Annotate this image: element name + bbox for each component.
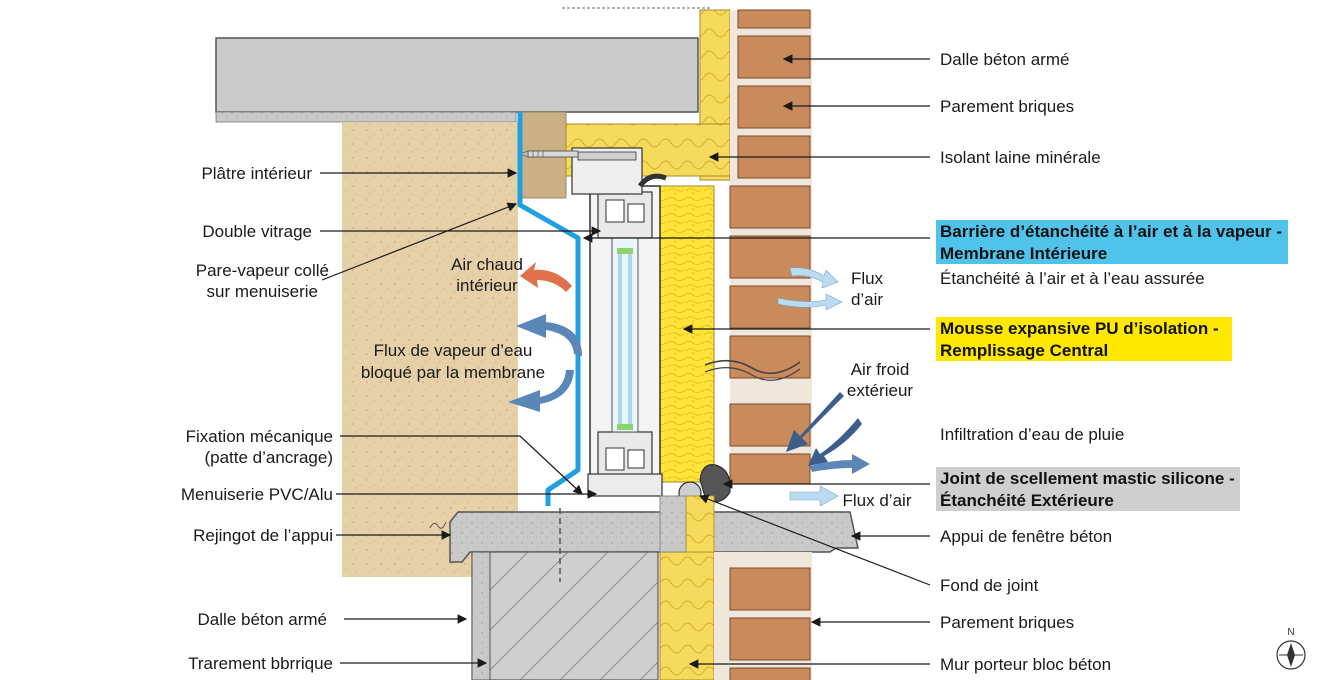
structure: [215, 7, 859, 680]
rain-arrow: [810, 454, 870, 474]
label-air-chaud-line1: Air chaud: [451, 255, 523, 274]
label-fond-joint: Fond de joint: [940, 576, 1039, 595]
label-mur-porteur: Mur porteur bloc béton: [940, 655, 1111, 674]
mineral-wool-lower: [659, 551, 715, 680]
lower-wall-block: [471, 551, 659, 680]
warm-air-arrow: [520, 262, 572, 292]
label-isolant: Isolant laine minérale: [940, 148, 1101, 167]
label-trarement: Trarement bbrrique: [188, 654, 333, 673]
top-slab-screed: [215, 111, 517, 123]
pu-foam-fill: [659, 185, 715, 483]
brick-facing-upper: [729, 9, 812, 485]
air-flow-arrow-1: [789, 267, 839, 289]
label-air-chaud-line2: intérieur: [456, 276, 518, 295]
compass-north-label: N: [1287, 627, 1294, 638]
label-barriere-line2: Membrane Intérieure: [940, 244, 1107, 263]
anchor-bolt: [519, 150, 579, 158]
vapour-arrow-up: [516, 314, 582, 356]
label-vapeur-line1: Flux de vapeur d’eau: [374, 341, 533, 360]
air-flow-arrow-2: [777, 293, 843, 311]
label-pare-vapeur-line2: sur menuiserie: [207, 282, 319, 301]
label-rejingot: Rejingot de l’appui: [193, 526, 333, 545]
label-flux-air-bas: Flux d’air: [843, 491, 912, 510]
leader-lines: [320, 54, 931, 669]
label-appui: Appui de fenêtre béton: [940, 527, 1112, 546]
label-joint-line1: Joint de scellement mastic silicone -: [940, 469, 1235, 488]
highlight-joint: [936, 467, 1240, 511]
label-menuiserie: Menuiserie PVC/Alu: [181, 485, 333, 504]
highlight-barriere: [936, 220, 1288, 264]
label-dalle-bas: Dalle béton armé: [198, 610, 327, 629]
label-parement-bas: Parement briques: [940, 613, 1074, 632]
label-mousse-line1: Mousse expansive PU d’isolation -: [940, 319, 1219, 338]
label-fixation-line1: Fixation mécanique: [186, 427, 333, 446]
label-air-froid-line1: Air froid: [851, 360, 910, 379]
label-dalle-haut: Dalle béton armé: [940, 50, 1069, 69]
label-platre-interieur: Plâtre intérieur: [201, 164, 312, 183]
right-labels: Dalle béton armé Parement briques Isolan…: [936, 50, 1288, 674]
label-pare-vapeur-line1: Pare-vapeur collé: [196, 261, 329, 280]
silicone-sealant: [699, 464, 731, 503]
label-infiltration: Infiltration d’eau de pluie: [940, 425, 1124, 444]
top-concrete-slab: [215, 37, 699, 113]
interior-plaster: [342, 122, 518, 577]
cold-air-arrow-2: [808, 418, 862, 466]
highlight-mousse: [936, 317, 1232, 361]
label-flux-air-line2: d’air: [851, 290, 883, 309]
vapour-arrow-down: [508, 370, 574, 412]
flow-arrows: [508, 262, 870, 507]
label-air-froid-line2: extérieur: [847, 381, 913, 400]
double-glazing: [611, 237, 639, 433]
label-flux-air-line1: Flux: [851, 269, 884, 288]
center-labels: Air chaud intérieur Flux de vapeur d’eau…: [361, 255, 914, 510]
label-mousse-line2: Remplissage Central: [940, 341, 1108, 360]
label-vapeur-line2: bloqué par la membrane: [361, 363, 545, 382]
compass: N: [1276, 627, 1306, 670]
air-flow-arrow-low: [789, 485, 839, 507]
label-etancheite: Étanchéité à l’air et à l’eau assurée: [940, 269, 1205, 288]
cold-air-arrow-1: [786, 392, 844, 452]
label-fixation-line2: (patte d’ancrage): [204, 448, 333, 467]
label-joint-line2: Étanchéité Extérieure: [940, 491, 1114, 510]
left-labels: Plâtre intérieur Double vitrage Pare-vap…: [181, 164, 333, 673]
brick-facing-lower: [714, 552, 812, 680]
label-parement-haut: Parement briques: [940, 97, 1074, 116]
label-barriere-line1: Barrière d’étanchéité à l’air et à la va…: [940, 222, 1282, 241]
label-double-vitrage: Double vitrage: [202, 222, 312, 241]
